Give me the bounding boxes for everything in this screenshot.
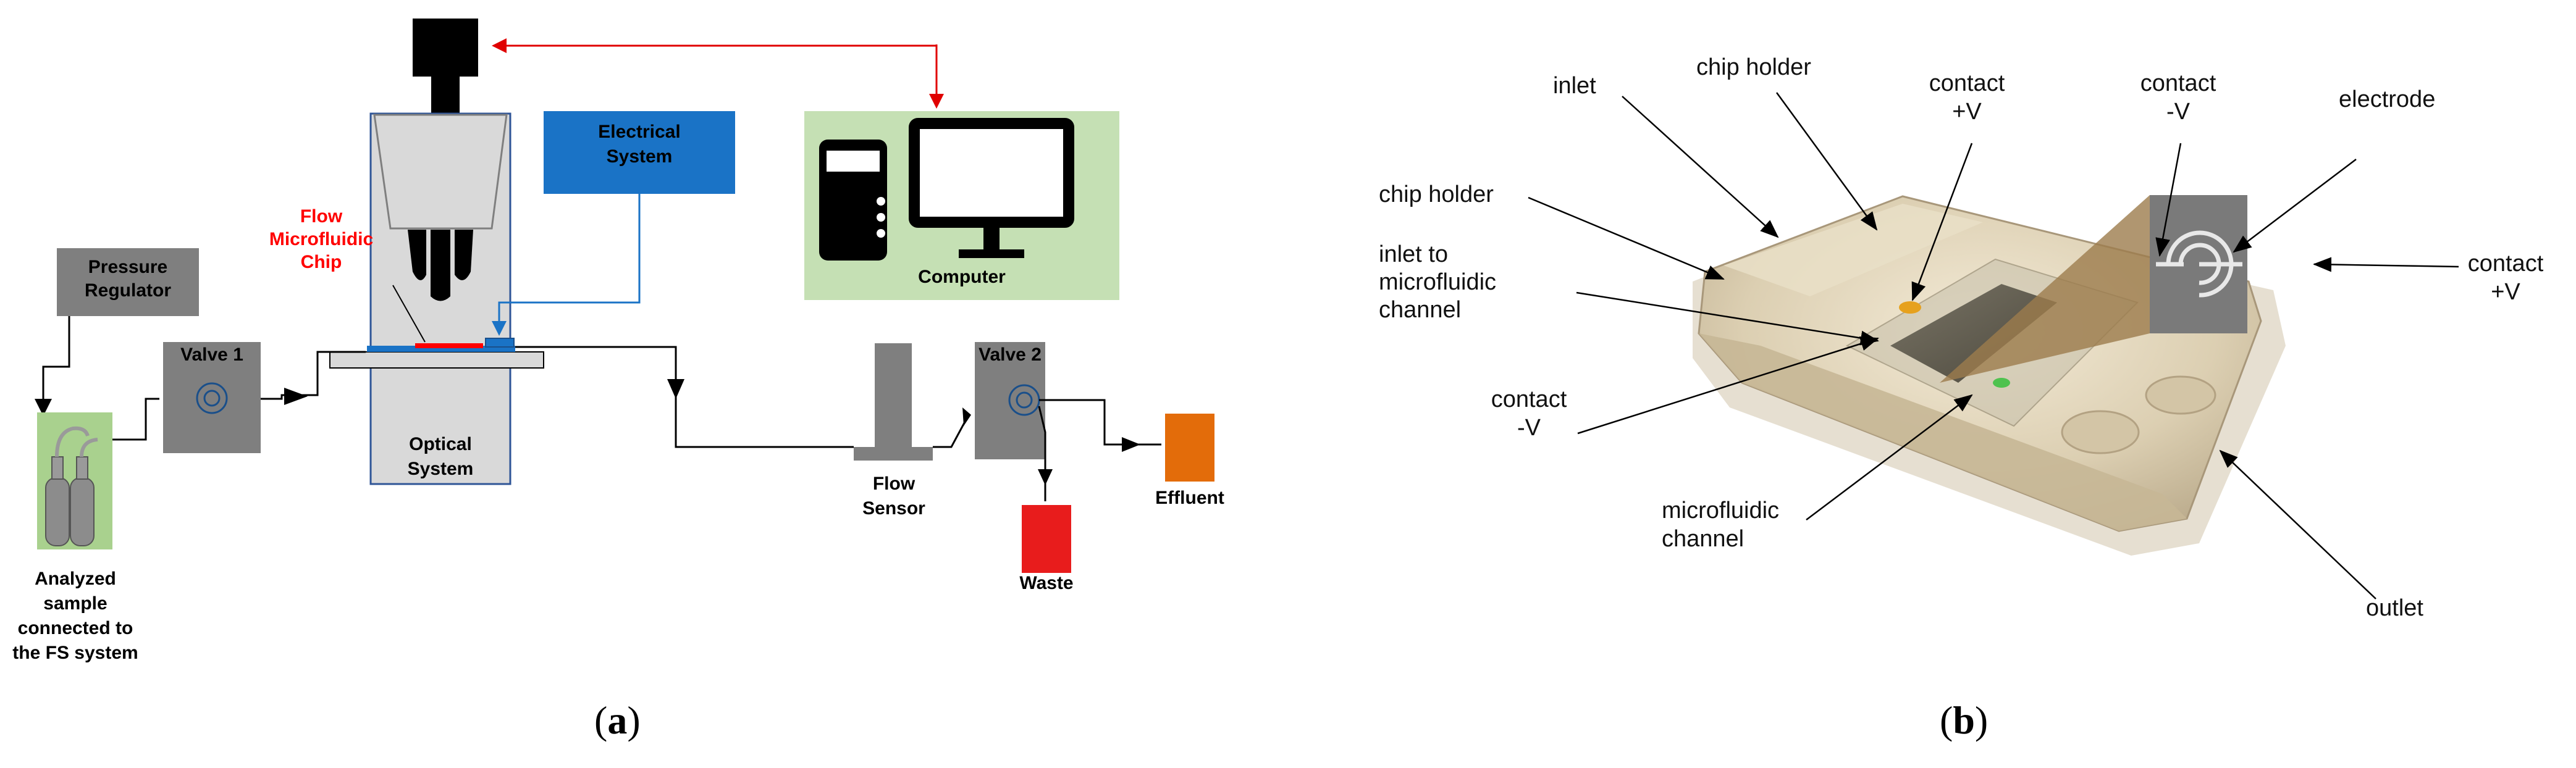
panel-a	[35, 19, 1214, 573]
pointer-outlet	[2219, 449, 2376, 599]
pointer-electrode	[2233, 159, 2357, 253]
chip-holder-front-face	[1699, 333, 2187, 531]
computer-tower-screen	[827, 151, 880, 172]
valve-1-inner-ring	[203, 390, 221, 407]
chip-to-sensor-line	[515, 346, 854, 448]
effluent-arrowhead	[1122, 437, 1140, 452]
valve2-to-effluent-line	[1039, 399, 1161, 446]
electrode-pattern	[2156, 230, 2242, 298]
pointer-contact-minus-top	[2155, 143, 2182, 257]
pointer-inlet	[1622, 96, 1779, 238]
sensor-arrowhead	[962, 407, 971, 426]
computer-monitor-stand	[983, 227, 1000, 252]
outlet-well-1	[2061, 410, 2140, 454]
label-contact-plus-right: contact +V	[2467, 251, 2544, 305]
label-inlet: inlet	[1553, 73, 1596, 99]
label-chip-holder-top: chip holder	[1696, 54, 1811, 80]
camera-neck	[431, 77, 460, 114]
green-spot	[1993, 378, 2010, 388]
label-chip-holder-left: chip holder	[1379, 182, 1494, 207]
sample-bottles	[45, 426, 98, 546]
electrical-system-label: Electrical System	[598, 122, 681, 167]
waste-arrowhead	[1038, 469, 1053, 485]
valve-1-outer-ring	[196, 382, 228, 414]
electrode-zoom-cone	[1940, 195, 2150, 383]
pointer-contact-minus-left	[1577, 336, 1879, 435]
outlet-well-2	[2145, 375, 2216, 415]
valve1-arrowhead	[284, 388, 308, 405]
pressure-regulator-label: Pressure Regulator	[84, 257, 171, 301]
label-outlet: outlet	[2366, 595, 2423, 621]
valve-2-inner-ring	[1016, 391, 1033, 409]
effluent-box	[1165, 414, 1214, 482]
panel-b-pointers	[1528, 92, 2459, 599]
computer-tower-button-2	[877, 213, 885, 222]
objective-lens-2	[431, 230, 450, 301]
chip-electrode-pad	[485, 338, 515, 348]
electrical-wire	[492, 194, 641, 336]
objective-funnel	[373, 114, 508, 230]
caption-a: (a)	[594, 698, 641, 742]
objective-lens-1	[408, 230, 426, 280]
label-contact-plus-top: contact +V	[1929, 70, 2005, 125]
contact-copper	[1899, 301, 1921, 314]
panel-b	[1528, 92, 2459, 599]
chip-pointer-line	[392, 285, 426, 343]
sensor-to-valve2-line	[933, 414, 970, 448]
chip-blue-base	[367, 346, 515, 352]
label-electrode: electrode	[2339, 86, 2436, 112]
caption-b: (b)	[1940, 698, 1989, 742]
sample-to-valve1-line	[112, 398, 159, 441]
waste-label: Waste	[1019, 573, 1074, 593]
flow-sensor-post	[875, 343, 912, 449]
effluent-label: Effluent	[1155, 488, 1224, 508]
waste-box	[1022, 505, 1071, 573]
computer-monitor	[909, 118, 1074, 228]
microscope-stage	[329, 351, 544, 369]
electrical-system-box	[544, 111, 735, 194]
chip-red-channel	[415, 343, 483, 348]
label-contact-minus-left: contact -V	[1491, 386, 1567, 441]
valve-1-box	[163, 342, 261, 453]
pressure-regulator-box	[57, 248, 199, 316]
flow-chip-label: Flow Microfluidic Chip	[269, 206, 374, 272]
valve-2-label: Valve 2	[979, 344, 1042, 365]
chip-holder-top-ridge	[1724, 204, 1983, 296]
pointer-chip-holder-left	[1528, 196, 1725, 280]
computer-tower-button-3	[877, 229, 885, 238]
computer-tower-button-1	[877, 197, 885, 206]
label-inlet-to-channel: inlet to microfluidic channel	[1379, 241, 1497, 323]
label-microfluidic-channel: microfluidic channel	[1662, 498, 1780, 552]
pointer-microfluidic-channel	[1806, 394, 1973, 520]
downflow-arrowhead	[667, 379, 684, 399]
flow-sensor-label: Flow Sensor	[862, 474, 925, 519]
microfluidic-channel-area	[1890, 284, 2057, 383]
objective-lens-3	[455, 230, 473, 280]
optical-system-label: Optical System	[407, 434, 474, 479]
pointer-inlet-to-channel	[1576, 291, 1879, 346]
sample-label: Analyzed sample connected to the FS syst…	[12, 569, 138, 663]
camera-body	[413, 19, 478, 77]
computer-label: Computer	[918, 267, 1006, 287]
pressure-line	[35, 316, 70, 416]
label-contact-minus-top: contact -V	[2140, 70, 2216, 125]
pointer-chip-holder-top	[1775, 92, 1878, 231]
pointer-contact-plus-right	[2313, 257, 2459, 272]
flow-sensor-base	[854, 447, 933, 461]
computer-monitor-foot	[959, 249, 1024, 258]
valve-1-label: Valve 1	[180, 344, 243, 365]
pointer-contact-plus-top	[1911, 143, 1973, 301]
